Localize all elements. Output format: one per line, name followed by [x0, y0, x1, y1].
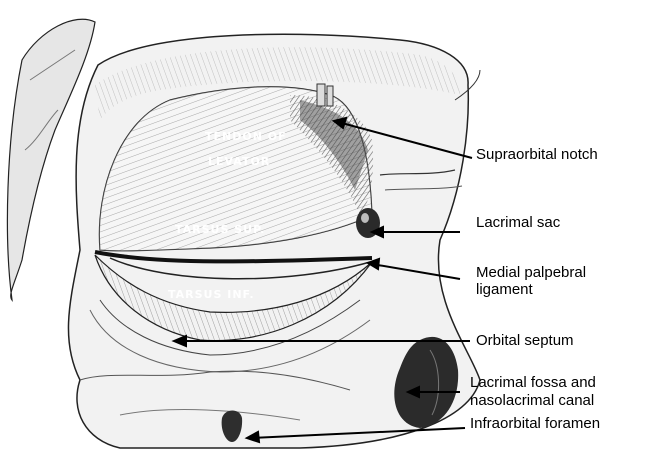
engraved-levator: LEVATOR: [208, 155, 270, 168]
engraved-tarsus-sup: TARSUS SUP.: [175, 223, 265, 236]
engraved-tendon-of: TENDON OF: [205, 130, 287, 143]
engraved-tarsus-inf: TARSUS INF.: [168, 288, 255, 301]
label-lacrimal-fossa-1: Lacrimal fossa and: [470, 374, 596, 391]
label-medial-palpebral-ligament-2: ligament: [476, 281, 533, 298]
label-medial-palpebral-ligament-1: Medial palpebral: [476, 264, 586, 281]
label-infraorbital-foramen: Infraorbital foramen: [470, 415, 600, 432]
label-orbital-septum: Orbital septum: [476, 332, 574, 349]
label-supraorbital-notch: Supraorbital notch: [476, 146, 598, 163]
label-lacrimal-sac: Lacrimal sac: [476, 214, 560, 231]
label-lacrimal-fossa-2: nasolacrimal canal: [470, 392, 594, 409]
